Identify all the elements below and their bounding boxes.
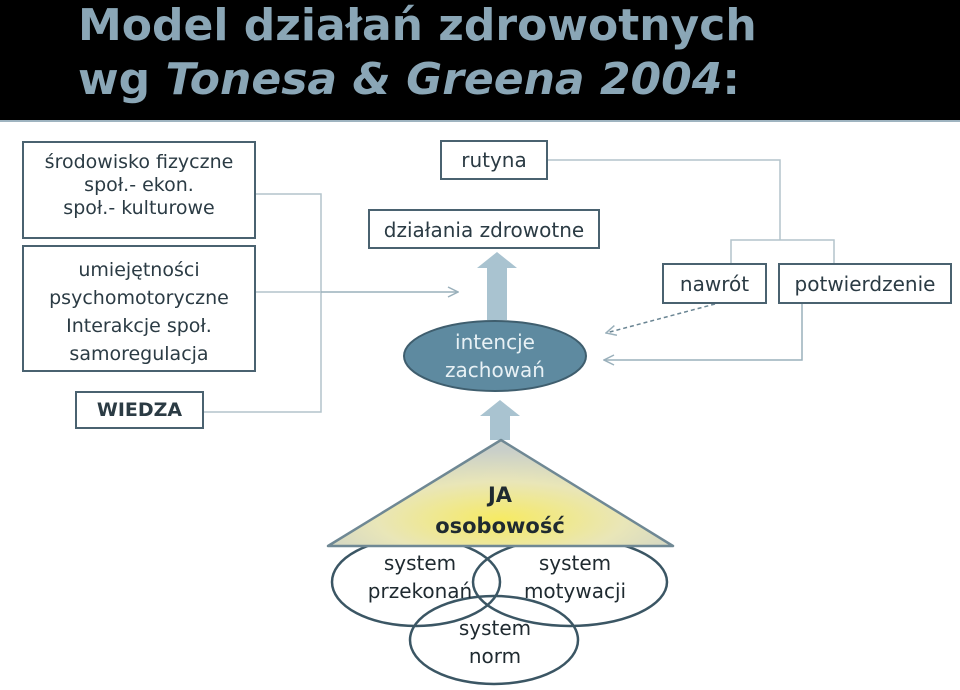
beliefs-label: system przekonań bbox=[350, 549, 490, 605]
block-arrow-lower bbox=[480, 400, 520, 440]
routine-box: rutyna bbox=[440, 140, 548, 180]
block-arrow-upper bbox=[477, 252, 517, 320]
title-rule bbox=[0, 120, 960, 122]
motivation-line-2: motywacji bbox=[523, 579, 627, 603]
beliefs-line-2: przekonań bbox=[367, 579, 473, 603]
title-authors: Tonesa & Greena 2004 bbox=[165, 54, 723, 105]
environment-line-3: społ.- kulturowe bbox=[63, 197, 215, 219]
intentions-ellipse bbox=[403, 320, 587, 392]
title-suffix: : bbox=[722, 54, 740, 105]
beliefs-line-1: system bbox=[383, 551, 457, 575]
left-bracket bbox=[204, 193, 322, 413]
title-line-2: wg Tonesa & Greena 2004: bbox=[78, 56, 740, 104]
knowledge-label: WIEDZA bbox=[96, 399, 183, 421]
skills-line-1: umiejętności bbox=[78, 259, 200, 281]
environment-line-2: społ.- ekon. bbox=[84, 174, 194, 196]
intentions-label: intencje zachowań bbox=[405, 328, 585, 384]
norms-ellipse bbox=[408, 594, 580, 686]
routine-label: rutyna bbox=[461, 148, 527, 172]
environment-line-1: środowisko fizyczne bbox=[44, 151, 234, 173]
intentions-line-2: zachowań bbox=[445, 358, 545, 382]
self-line-1: JA bbox=[487, 483, 513, 507]
self-label: JA osobowość bbox=[400, 480, 600, 542]
right-top-bracket bbox=[730, 239, 835, 263]
motivation-label: system motywacji bbox=[505, 549, 645, 605]
relapse-label: nawrót bbox=[679, 272, 750, 296]
health-actions-label: działania zdrowotne bbox=[383, 218, 585, 242]
skills-box: umiejętności psychomotoryczne Interakcje… bbox=[22, 245, 256, 372]
relapse-box: nawrót bbox=[662, 263, 767, 304]
title-prefix: wg bbox=[78, 54, 166, 105]
skills-line-2: psychomotoryczne bbox=[49, 287, 229, 309]
norms-line-1: system bbox=[458, 616, 532, 640]
motivation-line-1: system bbox=[538, 551, 612, 575]
confirmation-label: potwierdzenie bbox=[794, 272, 936, 296]
intentions-line-1: intencje bbox=[455, 330, 535, 354]
relapse-arrow bbox=[606, 303, 716, 333]
self-triangle bbox=[326, 438, 675, 548]
confirmation-box: potwierdzenie bbox=[778, 263, 952, 304]
confirmation-arrow bbox=[604, 304, 803, 360]
knowledge-box: WIEDZA bbox=[75, 391, 204, 429]
title-band: Model działań zdrowotnych wg Tonesa & Gr… bbox=[0, 0, 960, 120]
norms-label: system norm bbox=[425, 614, 565, 670]
title-line-1: Model działań zdrowotnych bbox=[78, 0, 757, 51]
environment-box: środowisko fizyczne społ.- ekon. społ.- … bbox=[22, 141, 256, 239]
norms-line-2: norm bbox=[468, 644, 522, 668]
skills-line-4: samoregulacja bbox=[69, 343, 209, 365]
skills-line-3: Interakcje społ. bbox=[66, 315, 212, 337]
self-line-2: osobowość bbox=[435, 514, 565, 538]
routine-bracket bbox=[548, 159, 781, 240]
health-actions-box: działania zdrowotne bbox=[368, 209, 600, 249]
